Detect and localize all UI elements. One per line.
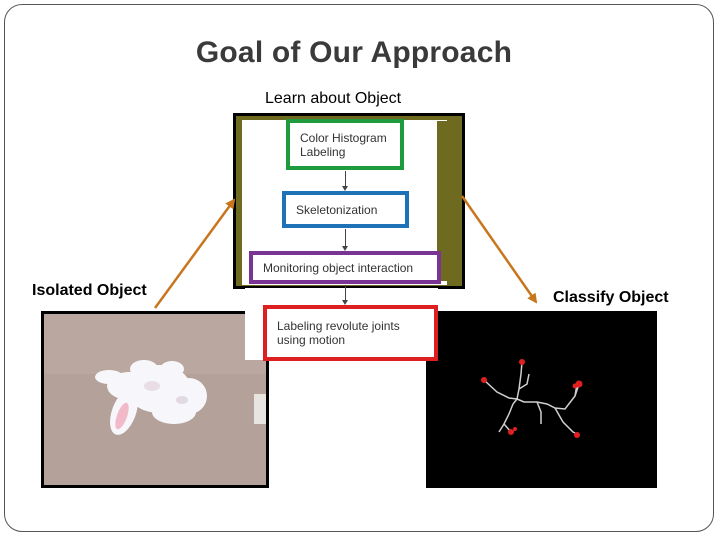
slide-title: Goal of Our Approach bbox=[195, 36, 513, 69]
classified-object-skeleton bbox=[426, 311, 657, 488]
slide-frame bbox=[4, 4, 714, 532]
skeleton-graph-icon bbox=[429, 314, 654, 485]
arrow-isolated-to-learn bbox=[153, 198, 236, 309]
learn-label: Learn about Object bbox=[265, 90, 402, 107]
arrow-learn-to-classify bbox=[460, 195, 538, 304]
isolated-object-photo bbox=[41, 311, 269, 488]
step-labeling-joints: Labeling revolute joints using motion bbox=[263, 305, 438, 361]
flow-arrow-2 bbox=[342, 229, 348, 251]
classify-label: Classify Object bbox=[553, 289, 669, 306]
isolated-label: Isolated Object bbox=[32, 282, 147, 299]
step-monitoring: Monitoring object interaction bbox=[249, 251, 441, 284]
step-skeletonization: Skeletonization bbox=[282, 191, 409, 228]
step4-text: Labeling revolute joints using motion bbox=[277, 319, 400, 347]
flow-arrow-3 bbox=[342, 285, 348, 305]
step-color-histogram: Color Histogram Labeling bbox=[286, 119, 404, 170]
step2-text: Skeletonization bbox=[296, 202, 378, 217]
plush-bunny-photo-icon bbox=[44, 314, 266, 485]
flow-arrow-1 bbox=[342, 171, 348, 191]
step3-text: Monitoring object interaction bbox=[263, 260, 414, 275]
step1-text: Color Histogram Labeling bbox=[300, 130, 387, 159]
panel-strip bbox=[437, 121, 455, 281]
